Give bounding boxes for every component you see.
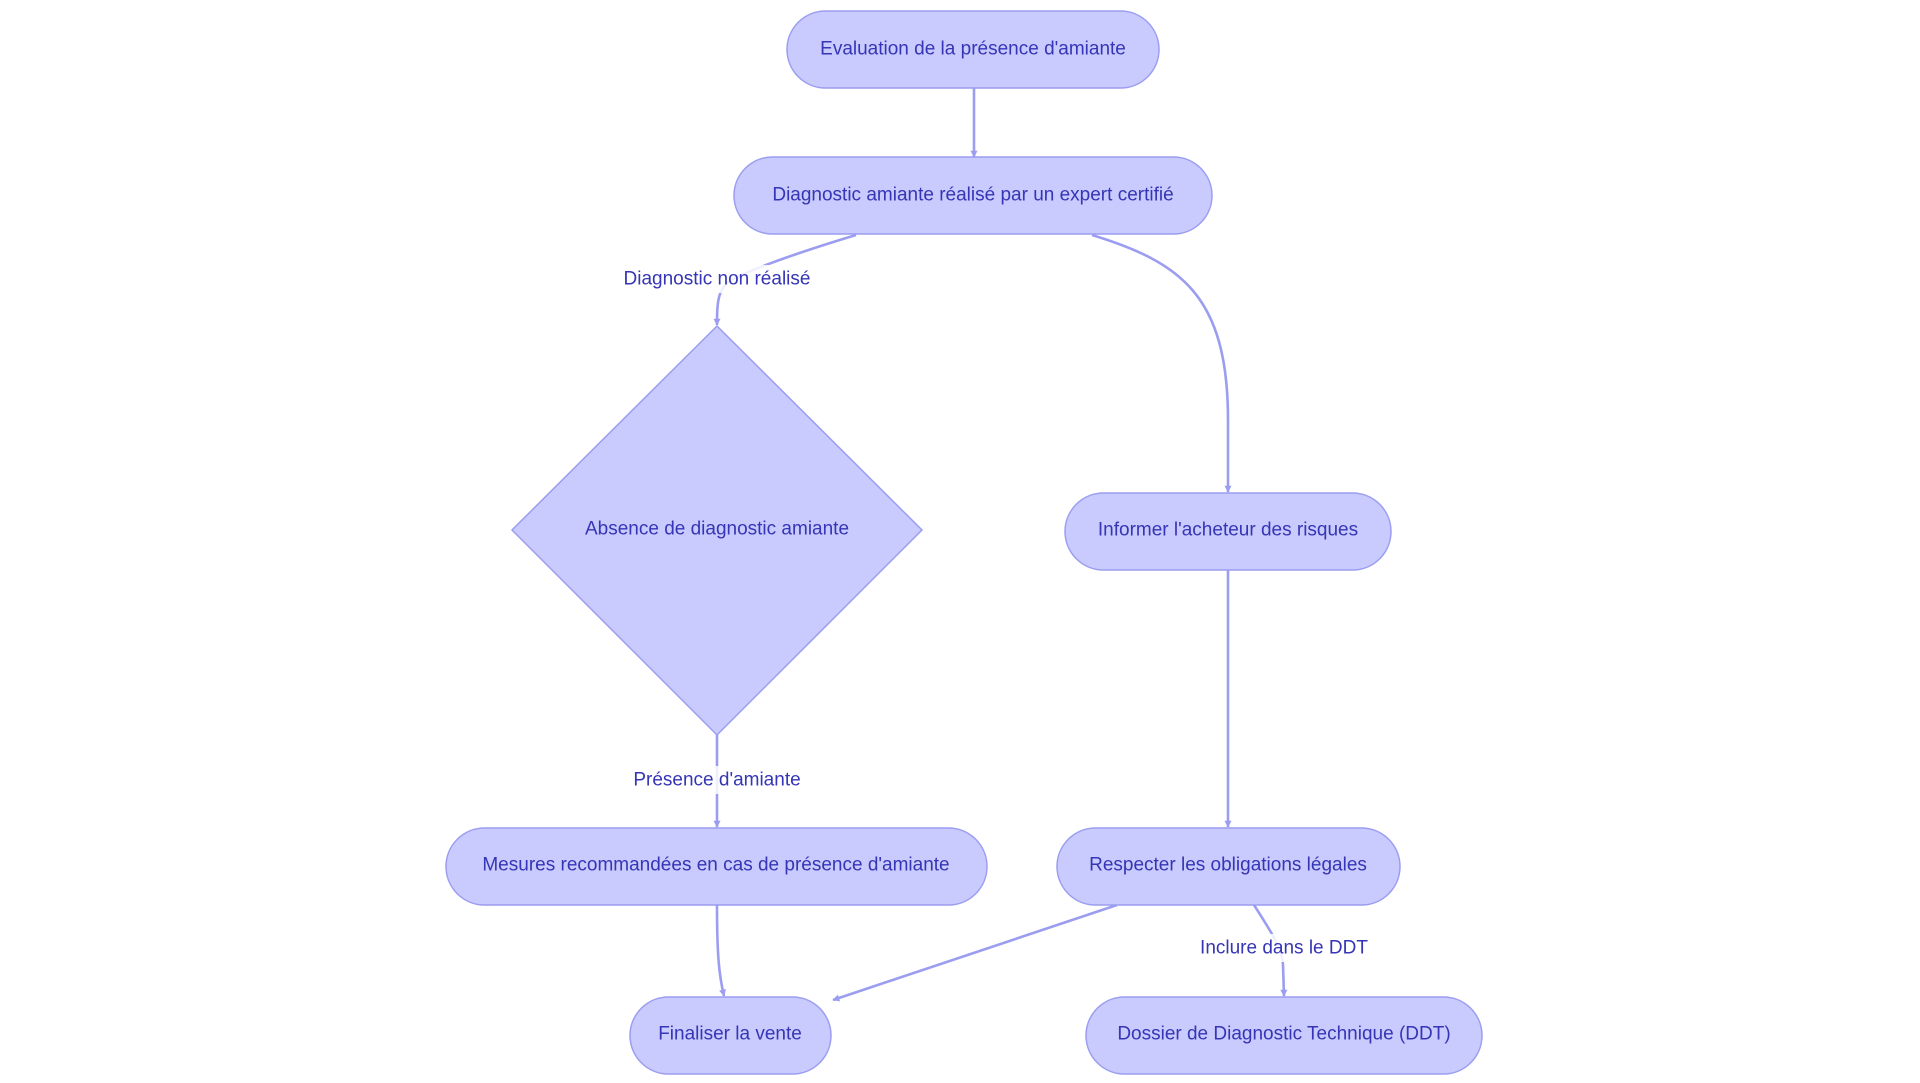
edges	[713, 88, 1288, 1002]
edge-labels: Diagnostic non réalisé Présence d'amiant…	[619, 265, 1372, 962]
node-ddt-label: Dossier de Diagnostic Technique (DDT)	[1117, 1024, 1450, 1045]
edge-label-non-realise: Diagnostic non réalisé	[619, 265, 815, 293]
node-evaluation-label: Evaluation de la présence d'amiante	[820, 39, 1126, 60]
edge-label-presence: Présence d'amiante	[627, 766, 807, 794]
edge-label-presence-text: Présence d'amiante	[633, 770, 800, 791]
node-respecter[interactable]: Respecter les obligations légales	[1056, 827, 1401, 906]
node-informer-label: Informer l'acheteur des risques	[1098, 520, 1358, 541]
edge-label-inclure-text: Inclure dans le DDT	[1200, 938, 1368, 959]
edge-diagnostic-to-informer	[1091, 233, 1232, 493]
node-absence-label: Absence de diagnostic amiante	[585, 519, 849, 540]
edge-label-inclure: Inclure dans le DDT	[1196, 934, 1372, 962]
edge-respecter-to-finaliser	[832, 903, 1118, 1002]
node-informer[interactable]: Informer l'acheteur des risques	[1064, 492, 1392, 571]
node-absence-decision[interactable]: Absence de diagnostic amiante	[510, 324, 924, 737]
node-evaluation[interactable]: Evaluation de la présence d'amiante	[786, 10, 1160, 89]
nodes: Evaluation de la présence d'amiante Diag…	[445, 10, 1483, 1075]
edge-mesures-to-finaliser	[715, 904, 726, 997]
node-mesures-label: Mesures recommandées en cas de présence …	[482, 855, 949, 876]
node-diagnostic[interactable]: Diagnostic amiante réalisé par un expert…	[733, 156, 1213, 235]
node-finaliser-label: Finaliser la vente	[658, 1024, 802, 1045]
node-diagnostic-label: Diagnostic amiante réalisé par un expert…	[772, 185, 1173, 206]
node-ddt[interactable]: Dossier de Diagnostic Technique (DDT)	[1085, 996, 1483, 1075]
node-mesures[interactable]: Mesures recommandées en cas de présence …	[445, 827, 988, 906]
node-respecter-label: Respecter les obligations légales	[1089, 855, 1367, 876]
edge-label-non-realise-text: Diagnostic non réalisé	[624, 269, 811, 290]
node-finaliser[interactable]: Finaliser la vente	[629, 996, 832, 1075]
